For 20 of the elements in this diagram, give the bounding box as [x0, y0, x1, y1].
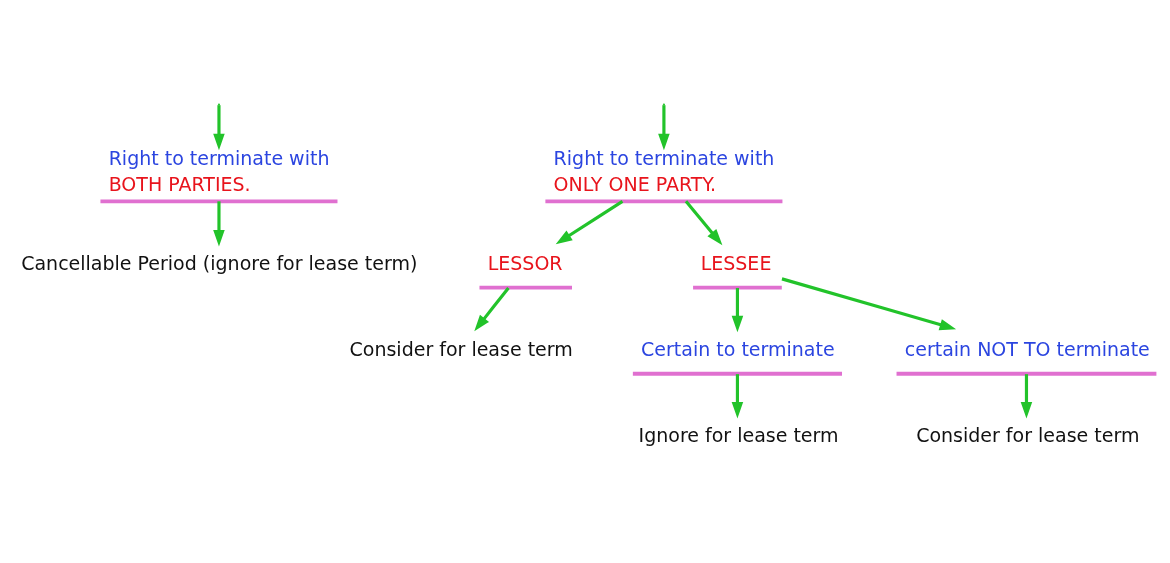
node-text: LESSEE: [700, 251, 772, 274]
node-text: Right to terminate with BOTH PARTIES.: [108, 146, 330, 195]
arrow: [731, 373, 744, 418]
node-text: certain NOT TO terminate: [904, 337, 1150, 360]
arrow: [213, 200, 225, 246]
node-text: Cancellable Period (ignore for lease term): [21, 251, 418, 274]
arrow: [658, 104, 670, 150]
arrow: [213, 104, 225, 150]
arrow: [474, 286, 510, 331]
arrow: [684, 199, 723, 245]
node-text: Consider for lease term: [916, 423, 1140, 446]
arrow: [781, 276, 957, 330]
node-text: Consider for lease term: [349, 337, 573, 360]
node-text: Right to terminate with ONLY ONE PARTY.: [553, 146, 775, 195]
arrow: [1020, 373, 1033, 418]
node-text: Certain to terminate: [641, 337, 835, 360]
arrow: [555, 199, 624, 244]
arrow: [731, 287, 744, 332]
node-text: LESSOR: [487, 251, 563, 274]
node-text: Ignore for lease term: [638, 423, 839, 446]
